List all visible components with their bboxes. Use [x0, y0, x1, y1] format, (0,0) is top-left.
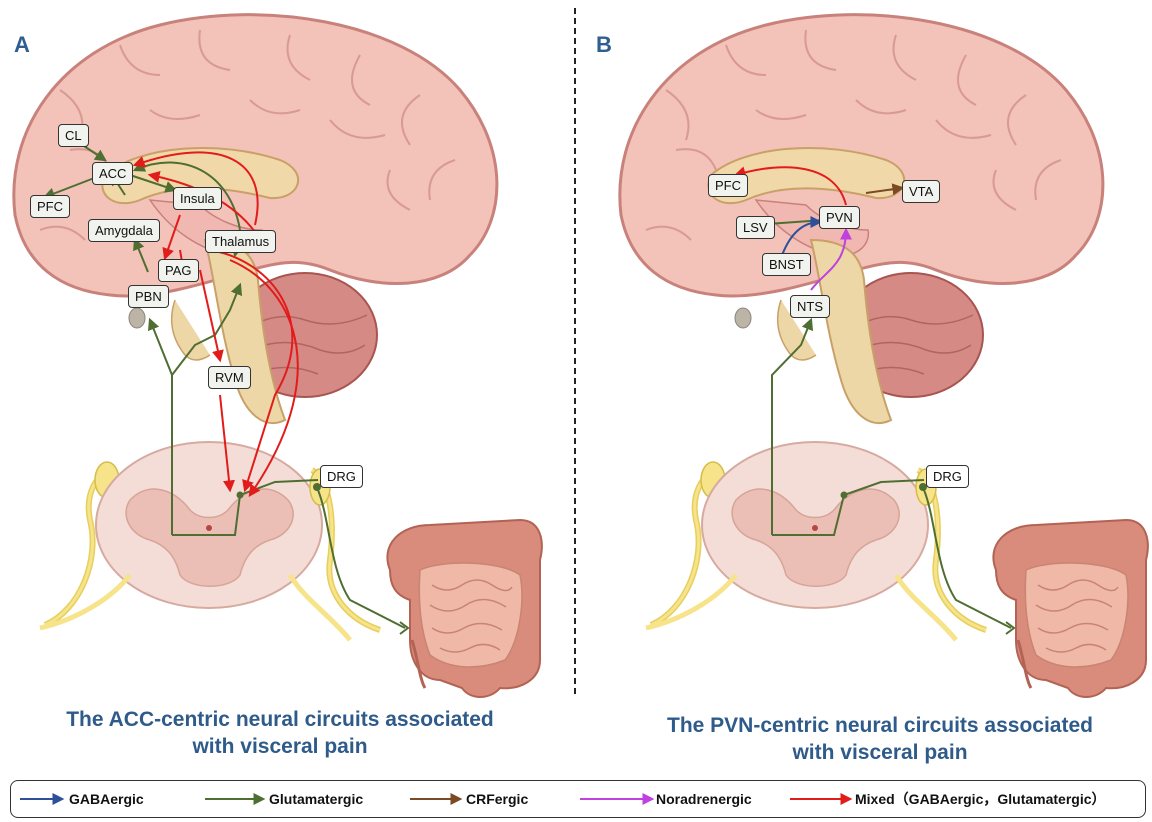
panel-divider [574, 8, 576, 694]
panel-a-art [14, 15, 542, 697]
node-pfc-b: PFC [708, 174, 748, 197]
panel-b-letter: B [596, 32, 612, 58]
node-thalamus: Thalamus [205, 230, 276, 253]
node-amygdala: Amygdala [88, 219, 160, 242]
node-pvn: PVN [819, 206, 860, 229]
node-pag: PAG [158, 259, 199, 282]
node-pbn: PBN [128, 285, 169, 308]
caption-a: The ACC-centric neural circuits associat… [20, 706, 540, 760]
legend: GABAergic Glutamatergic CRFergic Noradre… [10, 780, 1146, 818]
panel-a-letter: A [14, 32, 30, 58]
node-acc: ACC [92, 162, 133, 185]
legend-noradrenergic: Noradrenergic [656, 781, 752, 816]
node-pfc: PFC [30, 195, 70, 218]
node-vta: VTA [902, 180, 940, 203]
caption-b-line2: with visceral pain [620, 739, 1140, 766]
node-cl: CL [58, 124, 89, 147]
node-insula: Insula [173, 187, 222, 210]
caption-a-line2: with visceral pain [20, 733, 540, 760]
caption-b-line1: The PVN-centric neural circuits associat… [620, 712, 1140, 739]
panel-b-art [620, 15, 1148, 697]
caption-a-line1: The ACC-centric neural circuits associat… [20, 706, 540, 733]
node-drg-a: DRG [320, 465, 363, 488]
node-rvm: RVM [208, 366, 251, 389]
node-lsv: LSV [736, 216, 775, 239]
legend-crfergic: CRFergic [466, 781, 528, 816]
node-drg-b: DRG [926, 465, 969, 488]
caption-b: The PVN-centric neural circuits associat… [620, 712, 1140, 766]
node-nts: NTS [790, 295, 830, 318]
node-bnst: BNST [762, 253, 811, 276]
legend-mixed: Mixed（GABAergic，Glutamatergic） [855, 781, 1106, 816]
legend-gabaergic: GABAergic [69, 781, 144, 816]
legend-glutamatergic: Glutamatergic [269, 781, 363, 816]
